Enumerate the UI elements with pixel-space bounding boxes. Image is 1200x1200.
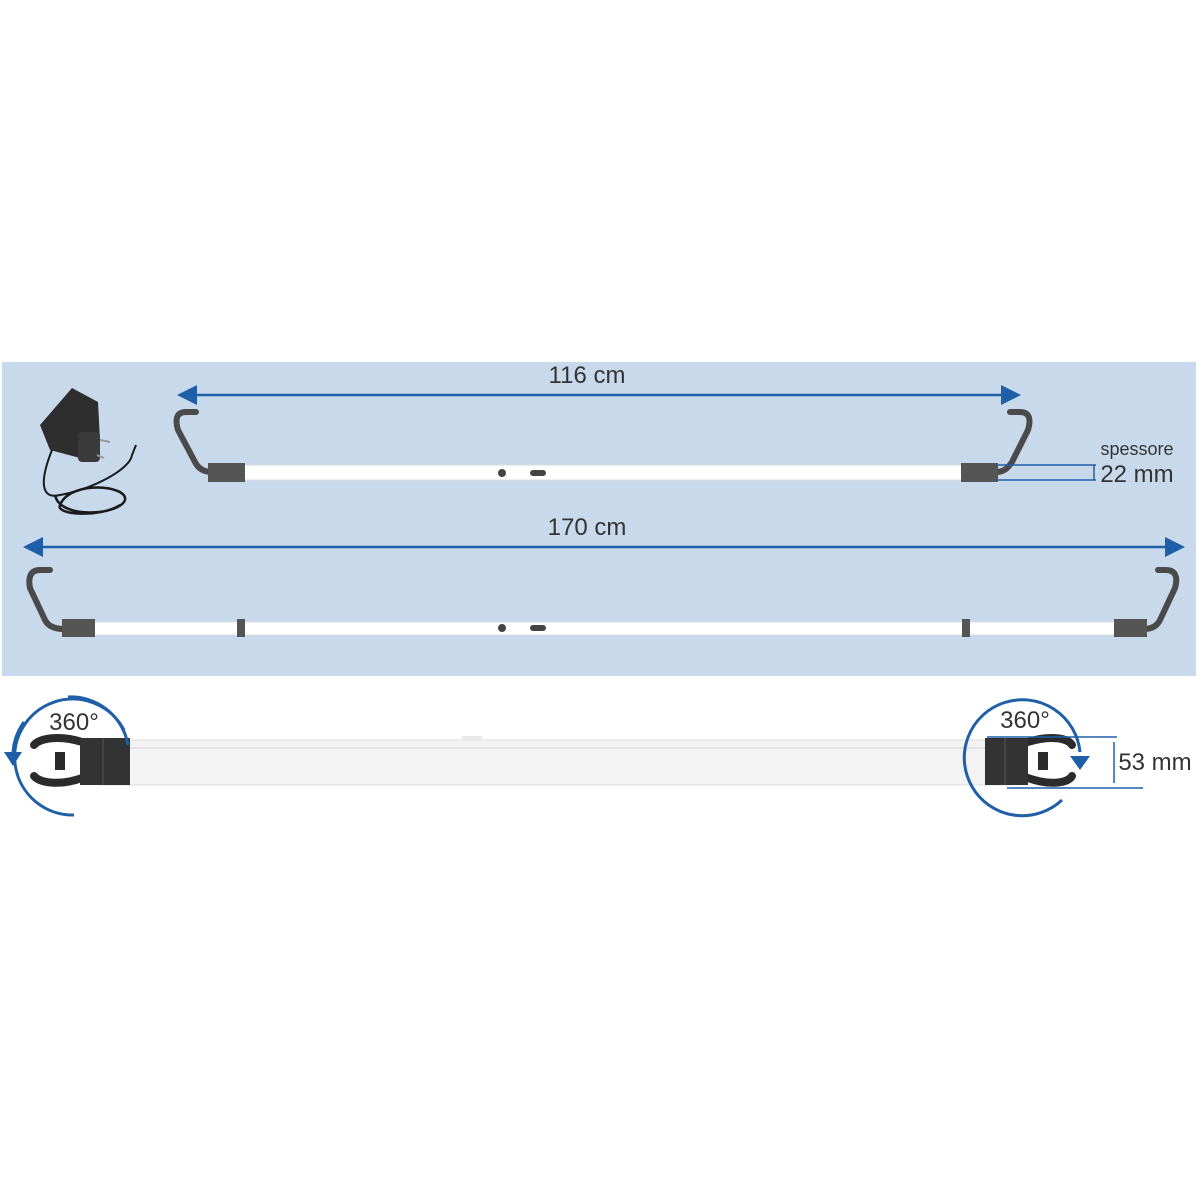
power-adapter-icon [40, 388, 137, 515]
height-label: 53 mm [1118, 749, 1191, 776]
thickness-caption: spessore [1100, 439, 1173, 459]
thickness-label: 22 mm [1100, 461, 1173, 488]
rotation-label-right: 360° [1000, 707, 1050, 734]
length-label-116: 116 cm [549, 362, 626, 389]
left-clamp-rotation [4, 695, 130, 817]
short-light-bar [173, 409, 1033, 482]
right-clamp-rotation [962, 698, 1143, 818]
thickness-dimension [998, 464, 1096, 481]
bar-closeup [99, 736, 1011, 786]
length-label-170: 170 cm [548, 514, 627, 541]
long-light-bar [26, 567, 1180, 637]
rotation-label-left: 360° [49, 709, 99, 736]
